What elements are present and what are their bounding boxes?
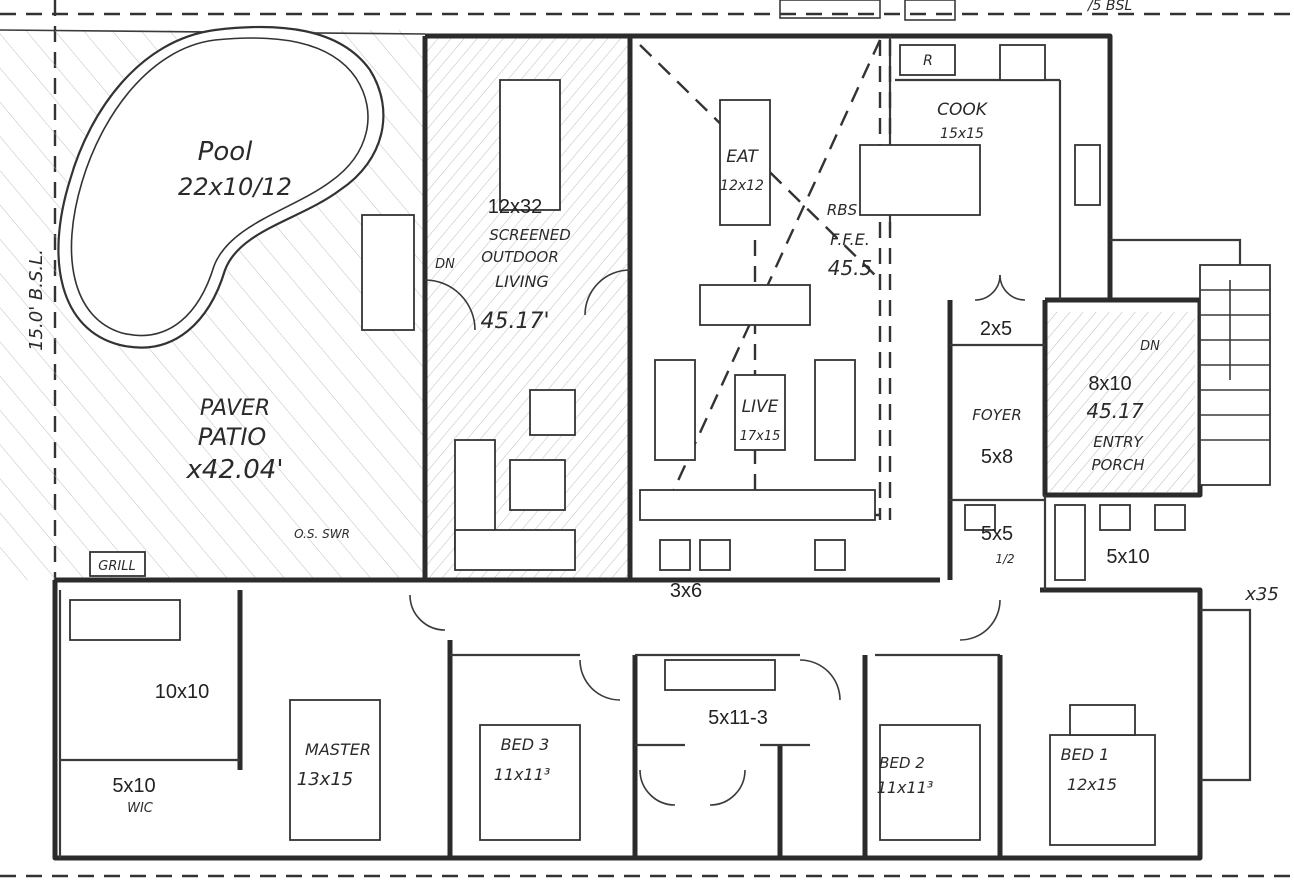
entry-porch-area	[1045, 312, 1195, 492]
outdoor-living-line1: SCREENED	[489, 226, 571, 244]
live-name: LIVE	[742, 397, 779, 417]
bed1-name: BED 1	[1061, 745, 1110, 764]
ffe-line1: RBS	[827, 201, 858, 219]
pool-dims: 22x10/12	[178, 173, 292, 201]
grill-label: GRILL	[98, 559, 135, 574]
wic-name: WIC	[127, 801, 154, 816]
ffe-line3: 45.5	[828, 256, 873, 280]
entry-porch-line1: ENTRY	[1093, 433, 1144, 451]
ffe-line2: F.F.E.	[830, 230, 870, 249]
half-bath-dims: 5x5	[981, 523, 1013, 545]
outdoor-living-dims: 12x32	[488, 196, 543, 218]
wic-dims: 5x10	[112, 775, 155, 797]
eat-name: EAT	[726, 147, 759, 167]
pool-name: Pool	[198, 137, 253, 167]
outdoor-living-line3: LIVING	[495, 272, 549, 291]
right-bath-dims: 5x10	[1106, 546, 1149, 568]
master-dims: 13x15	[297, 769, 353, 790]
closet-2x5-dims: 2x5	[980, 318, 1012, 340]
refrigerator-label: R	[923, 53, 933, 69]
furniture	[69, 44, 1271, 846]
hall-bath-dims: 5x11-3	[708, 707, 768, 729]
patio-area: x42.04'	[186, 455, 284, 485]
eat-dims: 12x12	[720, 178, 764, 194]
door-swings	[409, 269, 1026, 806]
top-note: /5 BSL	[1086, 0, 1132, 14]
master-bath-dims: 10x10	[155, 681, 210, 703]
foyer-dims: 5x8	[981, 446, 1013, 468]
laundry-dims: 3x6	[670, 580, 702, 602]
outdoor-living-dn: DN	[435, 257, 455, 272]
outdoor-living-line2: OUTDOOR	[481, 248, 559, 266]
walls	[52, 33, 1252, 861]
edge-note: x35	[1244, 584, 1279, 605]
pool-outline	[57, 25, 385, 349]
live-dims: 17x15	[740, 429, 781, 444]
setback-label: 15.0' B.S.L.	[26, 249, 47, 351]
entry-porch-elev: 45.17	[1086, 399, 1144, 423]
cook-dims: 15x15	[940, 126, 984, 142]
master-name: MASTER	[305, 740, 371, 759]
bed2-dims: 11x11³	[877, 778, 934, 797]
outdoor-shower-label: O.S. SWR	[294, 527, 350, 541]
half-bath-sub: 1/2	[995, 552, 1014, 566]
entry-porch-dn: DN	[1140, 339, 1160, 354]
bed3-dims: 11x11³	[494, 765, 551, 784]
foyer-name: FOYER	[972, 406, 1022, 424]
patio-name2: PATIO	[198, 423, 267, 451]
outdoor-living-elev: 45.17'	[480, 309, 549, 334]
bed2-name: BED 2	[879, 754, 925, 772]
room-labels: Pool 22x10/12 15.0' B.S.L. PAVER PATIO x…	[26, 0, 1279, 816]
bed1-dims: 12x15	[1067, 775, 1117, 794]
entry-porch-line2: PORCH	[1091, 456, 1144, 474]
cook-name: COOK	[937, 100, 989, 120]
patio-name: PAVER	[200, 396, 270, 421]
entry-porch-dims: 8x10	[1088, 373, 1131, 395]
bed3-name: BED 3	[501, 735, 550, 754]
